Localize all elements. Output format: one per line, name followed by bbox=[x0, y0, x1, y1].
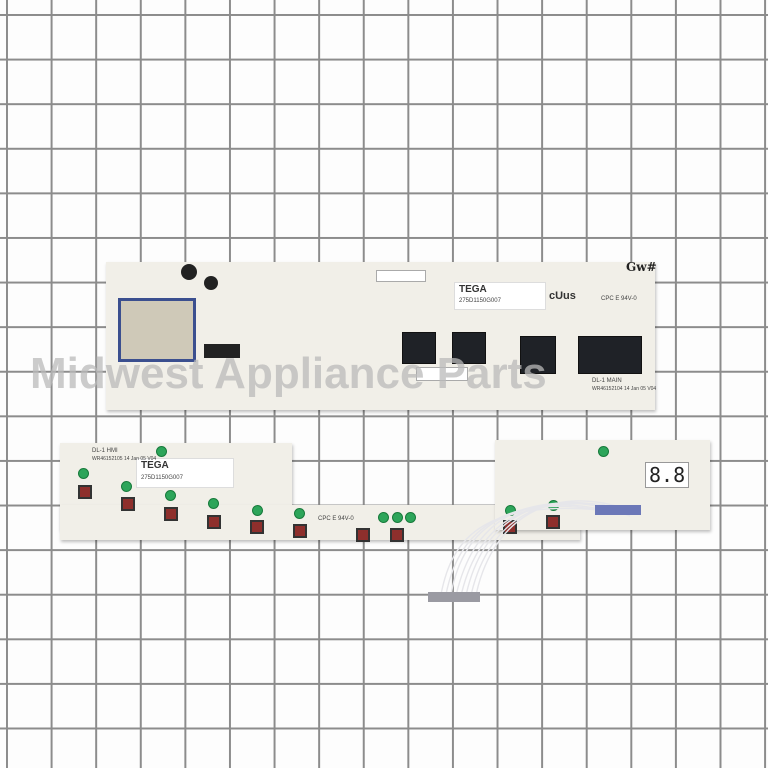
key-button[interactable] bbox=[293, 524, 307, 538]
key-button[interactable] bbox=[250, 520, 264, 534]
relay bbox=[578, 336, 642, 374]
key-button[interactable] bbox=[546, 515, 560, 529]
product-label: TEGA 275D1150G007 bbox=[454, 282, 546, 310]
brand-label: TEGA bbox=[459, 284, 487, 295]
relay bbox=[452, 332, 486, 364]
part-number: 275D1150G007 bbox=[141, 475, 183, 481]
part-number: 275D1150G007 bbox=[459, 298, 501, 304]
key-button[interactable] bbox=[503, 520, 517, 534]
seven-segment-display: 8.8 bbox=[645, 462, 690, 488]
led bbox=[505, 505, 516, 516]
product-label: TEGA 275D1150G007 bbox=[136, 458, 234, 488]
key-button[interactable] bbox=[164, 507, 178, 521]
key-button[interactable] bbox=[78, 485, 92, 499]
capacitor bbox=[204, 276, 218, 290]
relay bbox=[402, 332, 436, 364]
led bbox=[252, 505, 263, 516]
component-block bbox=[204, 344, 240, 358]
led bbox=[121, 481, 132, 492]
key-button[interactable] bbox=[207, 515, 221, 529]
led bbox=[548, 500, 559, 511]
key-button[interactable] bbox=[356, 528, 370, 542]
led bbox=[156, 446, 167, 457]
rating-text: CPC E 94V-0 bbox=[318, 516, 354, 522]
connector bbox=[376, 270, 426, 282]
handwritten-mark: Gw# bbox=[626, 260, 657, 274]
led bbox=[598, 446, 609, 457]
model-text: DL-1 HMI bbox=[92, 448, 118, 454]
brand-label: TEGA bbox=[141, 460, 169, 471]
connector bbox=[416, 367, 468, 381]
cable-connector bbox=[428, 592, 480, 602]
led bbox=[392, 512, 403, 523]
main-control-board: TEGA 275D1150G007 cUus CPC E 94V-0 DL-1 … bbox=[106, 260, 657, 410]
relay bbox=[520, 336, 556, 374]
led bbox=[208, 498, 219, 509]
code-text: WR46152105 14 Jan 05 V04 bbox=[92, 456, 157, 462]
code-text: WR46152104 14 Jan 05 V04 bbox=[592, 386, 657, 392]
led bbox=[78, 468, 89, 479]
led bbox=[405, 512, 416, 523]
ul-mark: cUus bbox=[549, 290, 576, 302]
led bbox=[294, 508, 305, 519]
rating-text: CPC E 94V-0 bbox=[601, 296, 637, 302]
model-text: DL-1 MAIN bbox=[592, 378, 622, 384]
capacitor bbox=[181, 264, 197, 280]
transformer bbox=[118, 298, 196, 362]
led bbox=[165, 490, 176, 501]
key-button[interactable] bbox=[390, 528, 404, 542]
key-button[interactable] bbox=[121, 497, 135, 511]
led bbox=[378, 512, 389, 523]
